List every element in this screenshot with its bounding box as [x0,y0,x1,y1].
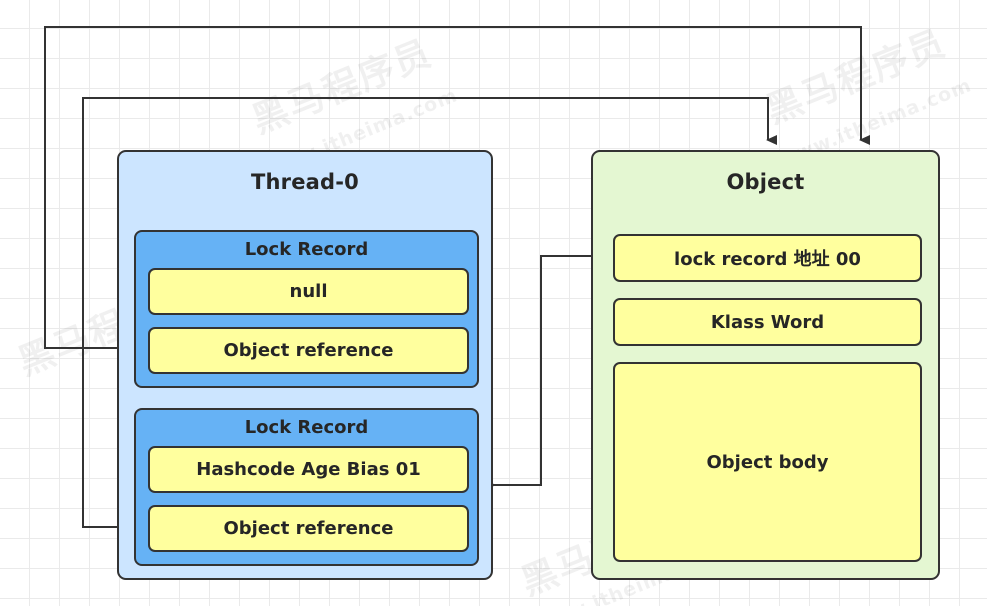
wire-lock-record-address [485,255,611,490]
lock-record-2-slot-mark[interactable]: Hashcode Age Bias 01 [148,446,469,493]
object-slot-mark-word[interactable]: lock record 地址 00 [613,234,922,282]
lock-record-2[interactable]: Lock Record Hashcode Age Bias 01 Object … [134,408,479,566]
lock-record-2-slot-object-reference[interactable]: Object reference [148,505,469,552]
lock-record-1-title: Lock Record [244,239,369,260]
lock-record-1[interactable]: Lock Record null Object reference [134,230,479,388]
lock-record-1-slot-mark[interactable]: null [148,268,469,315]
lock-record-2-title: Lock Record [244,417,369,438]
wire-object-reference-1 [44,26,870,349]
thread-panel[interactable]: Thread-0 Lock Record null Object referen… [117,150,493,580]
lock-record-1-slot-object-reference[interactable]: Object reference [148,327,469,374]
object-slot-object-body[interactable]: Object body [613,362,922,562]
object-panel-title: Object [726,170,805,194]
object-panel[interactable]: Object lock record 地址 00 Klass Word Obje… [591,150,940,580]
object-slot-klass-word[interactable]: Klass Word [613,298,922,346]
thread-panel-title: Thread-0 [250,170,359,194]
